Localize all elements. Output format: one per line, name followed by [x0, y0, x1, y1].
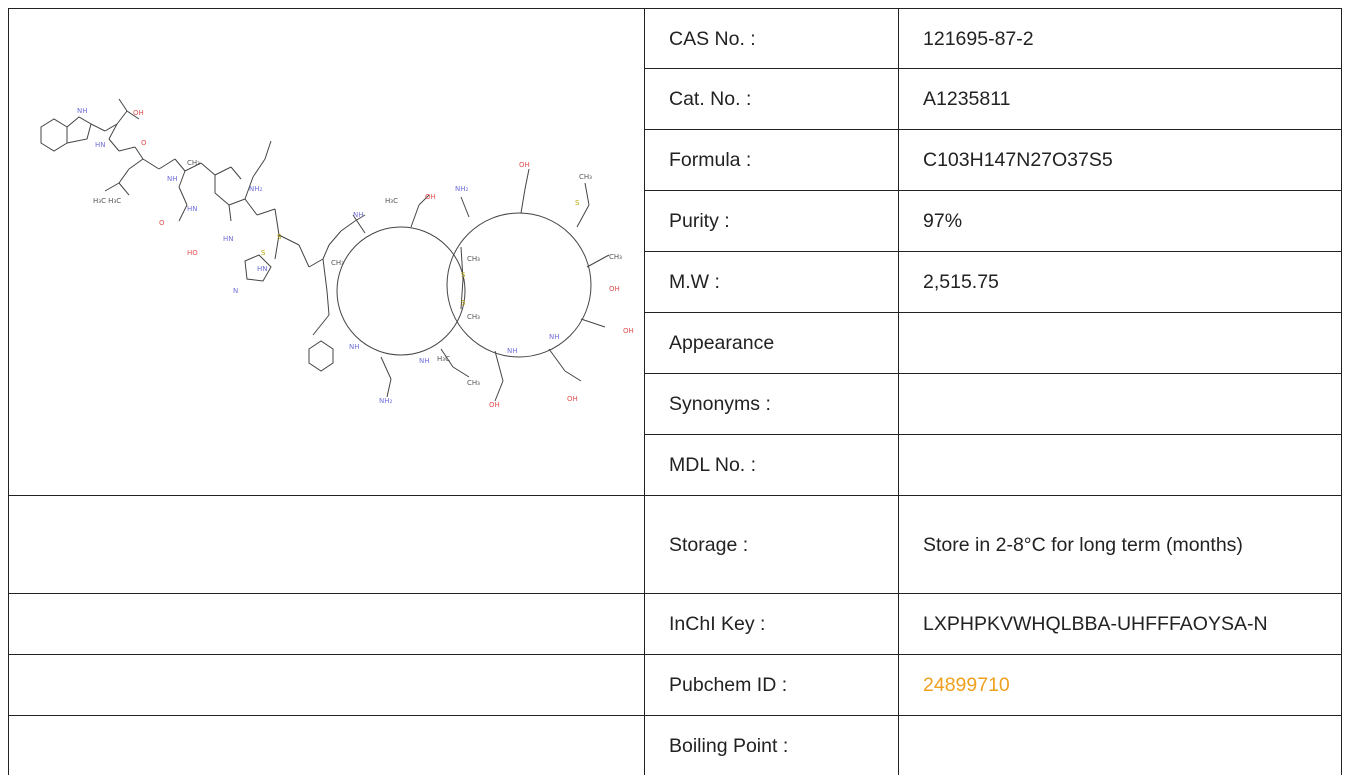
value-inchi: LXPHPKVWHQLBBA-UHFFFAOYSA-N	[899, 594, 1342, 655]
svg-text:NH: NH	[507, 347, 518, 355]
value-appearance	[899, 313, 1342, 374]
svg-text:HN: HN	[95, 141, 106, 149]
svg-text:NH: NH	[349, 343, 360, 351]
svg-text:HO: HO	[187, 249, 198, 257]
svg-text:OH: OH	[519, 161, 530, 169]
label-mdl: MDL No. :	[645, 435, 899, 496]
left-blank-cell	[9, 716, 645, 775]
svg-text:HN: HN	[257, 265, 268, 273]
left-blank-cell	[9, 655, 645, 716]
value-formula: C103H147N27O37S5	[899, 130, 1342, 191]
row-cas: NH OH O HN CH₃ H₃C H₃C NH HN O HO NH₂ HN…	[9, 9, 1342, 69]
svg-text:CH₃: CH₃	[467, 255, 480, 263]
row-storage: Storage : Store in 2-8°C for long term (…	[9, 496, 1342, 594]
left-blank-cell	[9, 496, 645, 594]
svg-text:OH: OH	[623, 327, 634, 335]
molecule-structure-icon: NH OH O HN CH₃ H₃C H₃C NH HN O HO NH₂ HN…	[9, 9, 645, 492]
svg-text:CH₃: CH₃	[187, 159, 200, 167]
value-cat: A1235811	[899, 69, 1342, 130]
value-pubchem-cell: 24899710	[899, 655, 1342, 716]
svg-text:HN: HN	[223, 235, 234, 243]
svg-text:OH: OH	[609, 285, 620, 293]
value-synonyms	[899, 374, 1342, 435]
product-properties-table: NH OH O HN CH₃ H₃C H₃C NH HN O HO NH₂ HN…	[8, 8, 1342, 775]
svg-text:NH₂: NH₂	[455, 185, 469, 193]
structure-image-cell: NH OH O HN CH₃ H₃C H₃C NH HN O HO NH₂ HN…	[9, 9, 645, 496]
pubchem-id-link[interactable]: 24899710	[923, 674, 1010, 696]
svg-text:H₃C H₃C: H₃C H₃C	[93, 197, 121, 205]
svg-text:OH: OH	[133, 109, 144, 117]
svg-text:S: S	[261, 249, 266, 257]
svg-text:H₃C: H₃C	[437, 355, 450, 363]
svg-text:S: S	[461, 299, 466, 307]
value-mw: 2,515.75	[899, 252, 1342, 313]
svg-text:HN: HN	[187, 205, 198, 213]
svg-text:OH: OH	[489, 401, 500, 409]
label-storage: Storage :	[645, 496, 899, 594]
label-cat: Cat. No. :	[645, 69, 899, 130]
label-pubchem: Pubchem ID :	[645, 655, 899, 716]
svg-text:S: S	[277, 233, 282, 241]
svg-text:NH: NH	[77, 107, 88, 115]
svg-text:CH₃: CH₃	[609, 253, 622, 261]
label-mw: M.W :	[645, 252, 899, 313]
svg-text:NH: NH	[167, 175, 178, 183]
value-cas: 121695-87-2	[899, 9, 1342, 69]
label-cas: CAS No. :	[645, 9, 899, 69]
svg-text:NH₂: NH₂	[249, 185, 263, 193]
svg-text:OH: OH	[567, 395, 578, 403]
svg-text:CH₃: CH₃	[467, 313, 480, 321]
svg-text:NH: NH	[549, 333, 560, 341]
value-boiling	[899, 716, 1342, 775]
value-storage: Store in 2-8°C for long term (months)	[899, 496, 1342, 594]
label-purity: Purity :	[645, 191, 899, 252]
svg-text:NH: NH	[353, 211, 364, 219]
svg-text:CH₃: CH₃	[331, 259, 344, 267]
svg-text:OH: OH	[425, 193, 436, 201]
svg-text:S: S	[461, 271, 466, 279]
label-boiling: Boiling Point :	[645, 716, 899, 775]
svg-text:O: O	[159, 219, 165, 227]
value-purity: 97%	[899, 191, 1342, 252]
label-appearance: Appearance	[645, 313, 899, 374]
svg-text:CH₃: CH₃	[579, 173, 592, 181]
svg-text:NH₂: NH₂	[379, 397, 393, 405]
label-formula: Formula :	[645, 130, 899, 191]
svg-text:O: O	[141, 139, 147, 147]
svg-text:N: N	[233, 287, 238, 295]
value-mdl	[899, 435, 1342, 496]
label-inchi: InChI Key :	[645, 594, 899, 655]
label-synonyms: Synonyms :	[645, 374, 899, 435]
svg-text:CH₃: CH₃	[467, 379, 480, 387]
left-blank-cell	[9, 594, 645, 655]
svg-text:NH: NH	[419, 357, 430, 365]
row-inchi: InChI Key : LXPHPKVWHQLBBA-UHFFFAOYSA-N	[9, 594, 1342, 655]
svg-text:S: S	[575, 199, 580, 207]
svg-text:H₃C: H₃C	[385, 197, 398, 205]
row-pubchem: Pubchem ID : 24899710	[9, 655, 1342, 716]
row-boiling: Boiling Point :	[9, 716, 1342, 775]
